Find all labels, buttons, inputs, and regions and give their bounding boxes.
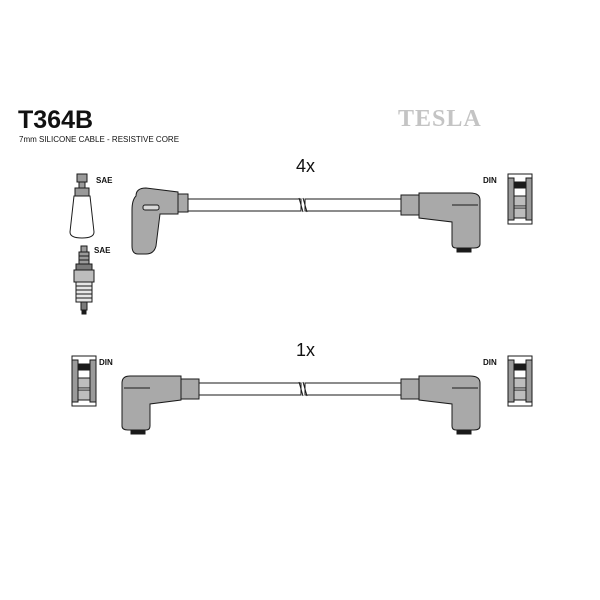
bottom-left-din-boot [121,375,200,435]
bottom-right-din-label: DIN [483,358,497,367]
cable-description: 7mm SILICONE CABLE - RESISTIVE CORE [19,135,180,144]
sae-terminal-cap [69,173,95,239]
brand-logo: TESLA [398,106,482,132]
bottom-left-din-terminal-icon [71,355,97,407]
spark-plug-icon [73,245,95,315]
bottom-cable [198,381,402,397]
bottom-right-din-terminal-icon [507,355,533,407]
top-right-din-boot [400,192,481,253]
top-right-din-label: DIN [483,176,497,185]
part-code: T364B [18,106,94,134]
top-set-quantity: 4x [296,156,316,176]
spark-plug-label: SAE [94,246,111,255]
bottom-right-din-boot [400,375,481,435]
bottom-left-din-label: DIN [99,358,113,367]
top-din-terminal-icon [507,173,533,225]
bottom-set-quantity: 1x [296,340,316,360]
top-left-angled-boot [131,187,189,255]
top-cable [187,197,402,213]
sae-terminal-label: SAE [96,176,113,185]
